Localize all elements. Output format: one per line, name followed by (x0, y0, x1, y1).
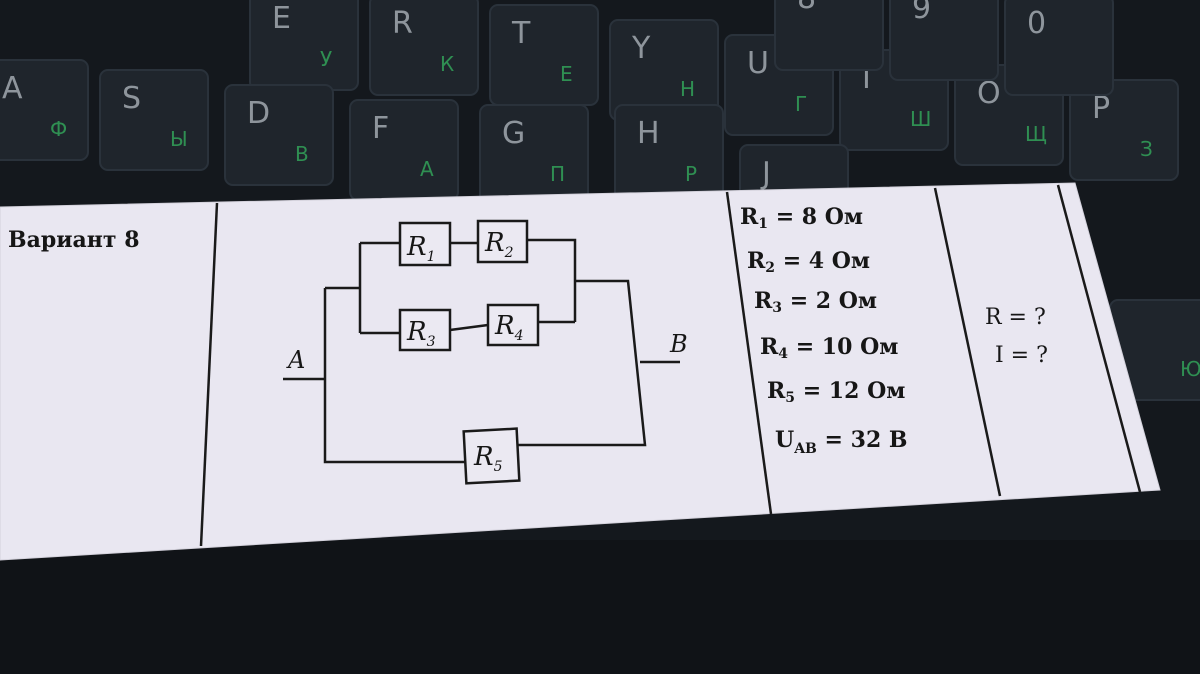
key-cyrillic-label: Р (685, 162, 697, 186)
svg-text:R4 = 10 Ом: R4 = 10 Ом (760, 334, 898, 362)
find-i: I = ? (995, 343, 1048, 368)
key: RК (369, 0, 479, 96)
key-cyrillic-label: П (550, 162, 565, 186)
key: 8 (774, 0, 884, 71)
key-cyrillic-label: Ы (170, 127, 188, 151)
key-cyrillic-label: Е (560, 62, 573, 86)
key: 0 (1004, 0, 1114, 96)
key-cyrillic-label: Щ (1025, 122, 1047, 146)
divider (1056, 184, 1142, 493)
key-latin-label: I (862, 61, 871, 96)
r1-label: R1 (406, 232, 436, 265)
key-latin-label: 8 (797, 0, 816, 16)
r3-label: R3 (406, 317, 436, 350)
resistor-r5 (462, 427, 521, 485)
r4-label: R4 (494, 311, 524, 344)
key: DВ (224, 84, 334, 186)
key-latin-label: E (272, 1, 291, 36)
resistor-r2 (476, 219, 529, 264)
key: TЕ (489, 4, 599, 106)
key-cyrillic-label: Ю (1180, 357, 1200, 381)
key-latin-label: U (747, 46, 769, 81)
key-cyrillic-label: З (1140, 137, 1153, 161)
key-latin-label: H (637, 116, 660, 151)
key-latin-label: P (1092, 91, 1110, 126)
key: HР (614, 104, 724, 206)
divider (199, 202, 219, 547)
desk-shadow (0, 540, 1200, 674)
key-cyrillic-label: У (320, 47, 332, 71)
key-cyrillic-label: К (440, 52, 454, 76)
key: SЫ (99, 69, 209, 171)
key: EУ (249, 0, 359, 91)
resistor-r4 (486, 303, 540, 347)
svg-text:R1 = 8 Ом: R1 = 8 Ом (740, 204, 863, 232)
key-latin-label: G (502, 116, 525, 151)
key-latin-label: D (247, 96, 270, 131)
key-latin-label: T (511, 16, 531, 51)
key-latin-label: F (372, 111, 389, 146)
svg-text:UAB = 32 В: UAB = 32 В (775, 427, 908, 457)
key-latin-label: A (2, 71, 23, 106)
key-cyrillic-label: Н (680, 77, 695, 101)
key: AФ (0, 59, 89, 161)
node-b-label: B (669, 330, 688, 358)
resistor-r3 (398, 308, 452, 352)
key: GП (479, 104, 589, 206)
svg-text:R5 = 12 Ом: R5 = 12 Ом (767, 378, 905, 406)
variant-label: Вариант 8 (8, 227, 140, 253)
key: Ю (1109, 299, 1200, 401)
key-cyrillic-label: А (420, 157, 434, 181)
key-cyrillic-label: Ш (910, 107, 931, 131)
key: PЗ (1069, 79, 1179, 181)
circuit-diagram: R1 R2 R3 R4 R5 A B (283, 219, 688, 485)
resistor-r1 (398, 221, 452, 267)
key-latin-label: O (977, 76, 1001, 111)
key-latin-label: R (392, 6, 413, 41)
key-latin-label: Y (631, 31, 651, 66)
r2-label: R2 (484, 228, 514, 261)
key-cyrillic-label: Ф (50, 117, 67, 141)
key: 9 (889, 0, 999, 81)
given-values: R1 = 8 Ом R2 = 4 Ом R3 = 2 Ом R4 = 10 Ом… (740, 204, 908, 457)
key-cyrillic-label: Г (795, 92, 807, 116)
node-a-label: A (286, 346, 305, 374)
key-latin-label: S (122, 81, 141, 116)
paper-card (0, 183, 1160, 560)
svg-text:R2 = 4 Ом: R2 = 4 Ом (747, 248, 870, 276)
find-r: R = ? (985, 305, 1046, 330)
key-latin-label: 9 (912, 0, 931, 26)
key-latin-label: 0 (1027, 6, 1046, 41)
divider (725, 191, 773, 515)
key-latin-label: J (760, 156, 771, 191)
r5-label: R5 (473, 442, 503, 475)
key: FА (349, 99, 459, 201)
divider (933, 187, 1002, 497)
key: YН (609, 19, 719, 121)
key-cyrillic-label: В (295, 142, 309, 166)
svg-text:R3 = 2 Ом: R3 = 2 Ом (754, 288, 877, 316)
